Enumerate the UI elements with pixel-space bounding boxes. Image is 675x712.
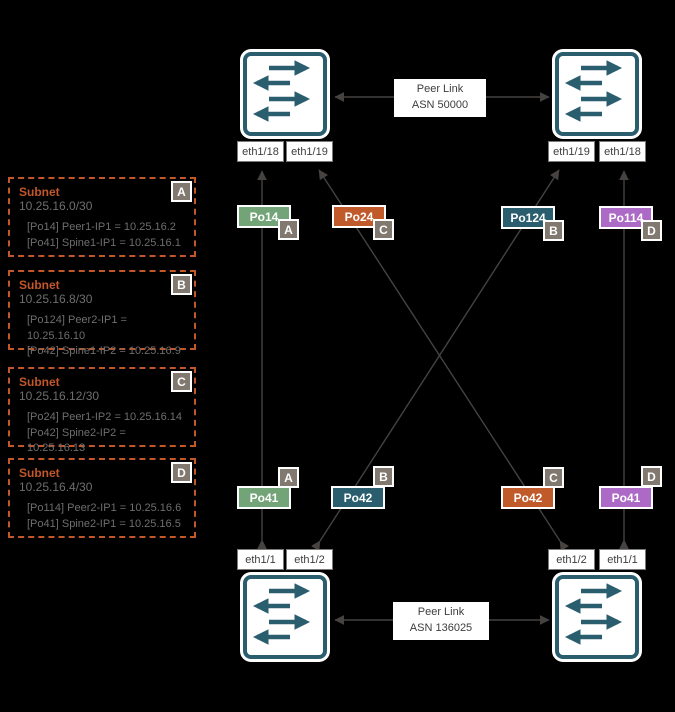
switch-icon — [564, 60, 623, 122]
peer-link-bottom-label: Peer Link ASN 136025 — [393, 602, 489, 640]
switch-icon — [252, 60, 311, 122]
port-channel-po41-spine1: Po41 — [237, 486, 291, 509]
link-badge-b: B — [373, 466, 394, 487]
link-badge-c: C — [543, 467, 564, 488]
subnet-detail-line: [Po24] Peer1-IP2 = 10.25.16.14 — [27, 411, 183, 424]
port-label-eth1-18: eth1/18 — [237, 141, 284, 162]
link-badge-a: A — [278, 219, 299, 240]
subnet-detail-line: [Po41] Spine2-IP1 = 10.25.16.5 — [27, 517, 181, 530]
peer-link-asn: ASN 136025 — [409, 621, 473, 634]
switch-icon — [252, 583, 311, 645]
port-label-eth1-19: eth1/19 — [286, 141, 333, 162]
port-channel-po41-spine2: Po41 — [599, 486, 653, 509]
port-label-eth1-1: eth1/1 — [599, 549, 646, 570]
subnet-detail-line: [Po124] Peer2-IP1 = 10.25.16.10 — [27, 314, 127, 342]
port-label-eth1-1: eth1/1 — [237, 549, 284, 570]
spine1-switch — [243, 575, 327, 659]
subnet-cidr: 10.25.16.4/30 — [19, 480, 93, 495]
port-label-eth1-2: eth1/2 — [548, 549, 595, 570]
subnet-badge-d: D — [171, 462, 192, 483]
switch-icon — [564, 583, 623, 645]
link-badge-c: C — [373, 219, 394, 240]
subnet-badge-c: C — [171, 371, 192, 392]
subnet-card-d: Subnet 10.25.16.4/30 [Po114] Peer2-IP1 =… — [8, 458, 196, 538]
subnet-title: Subnet — [19, 185, 60, 199]
link-badge-b: B — [543, 220, 564, 241]
subnet-badge-a: A — [171, 181, 192, 202]
subnet-badge-b: B — [171, 274, 192, 295]
subnet-title: Subnet — [19, 278, 60, 292]
subnet-detail-line: [Po42] Spine1-IP2 = 10.25.16.9 — [27, 345, 181, 358]
subnet-title: Subnet — [19, 375, 60, 389]
subnet-detail-line: [Po42] Spine2-IP2 = 10.25.16.13 — [27, 426, 126, 455]
port-label-eth1-2: eth1/2 — [286, 549, 333, 570]
subnet-detail-line: [Po14] Peer1-IP1 = 10.25.16.2 — [27, 221, 176, 234]
subnet-detail-line: [Po41] Spine1-IP1 = 10.25.16.1 — [27, 236, 181, 249]
port-channel-po42-spine1: Po42 — [331, 486, 385, 509]
port-label-eth1-19: eth1/19 — [548, 141, 595, 162]
link-badge-a: A — [278, 467, 299, 488]
subnet-title: Subnet — [19, 466, 60, 480]
subnet-card-b: Subnet 10.25.16.8/30 [Po124] Peer2-IP1 =… — [8, 270, 196, 357]
peer-link-text: Peer Link — [417, 606, 465, 618]
peer1-switch — [243, 52, 327, 136]
peer-link-top-label: Peer Link ASN 50000 — [394, 79, 486, 117]
link-badge-d: D — [641, 220, 662, 241]
spine2-switch — [555, 575, 639, 659]
subnet-cidr: 10.25.16.0/30 — [19, 199, 93, 214]
peer-link-text: Peer Link — [416, 83, 464, 95]
subnet-card-a: Subnet 10.25.16.0/30 [Po14] Peer1-IP1 = … — [8, 177, 196, 257]
subnet-cidr: 10.25.16.12/30 — [19, 389, 100, 404]
peer2-switch — [555, 52, 639, 136]
port-label-eth1-18: eth1/18 — [599, 141, 646, 162]
peer-link-asn: ASN 50000 — [411, 98, 469, 111]
subnet-detail-line: [Po114] Peer2-IP1 = 10.25.16.6 — [27, 502, 182, 515]
link-badge-d: D — [641, 466, 662, 487]
subnet-cidr: 10.25.16.8/30 — [19, 292, 93, 307]
port-channel-po42-spine2: Po42 — [501, 486, 555, 509]
subnet-card-c: Subnet 10.25.16.12/30 [Po24] Peer1-IP2 =… — [8, 367, 196, 454]
link-b-line — [310, 169, 560, 552]
